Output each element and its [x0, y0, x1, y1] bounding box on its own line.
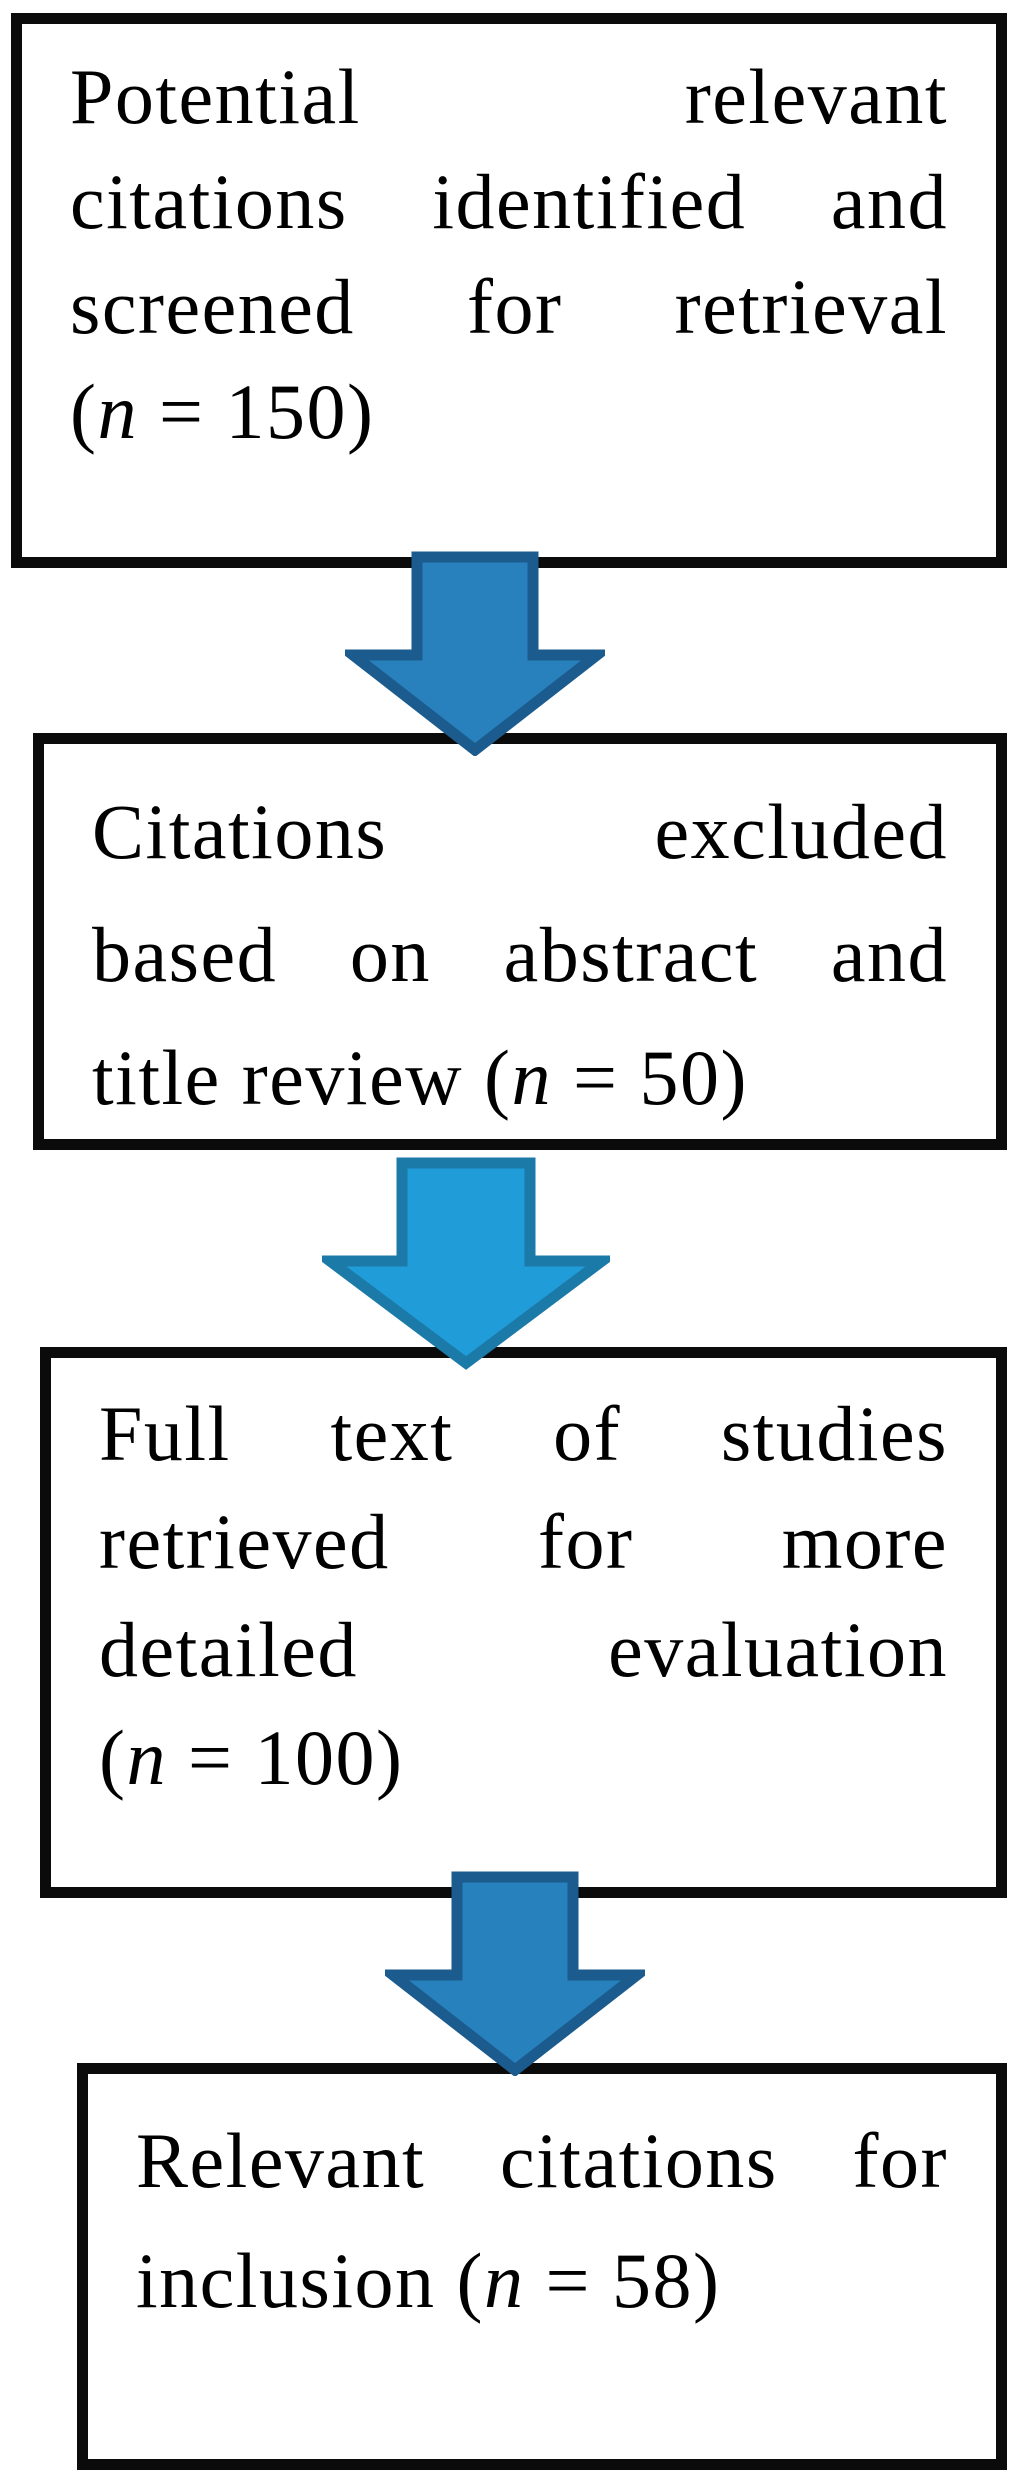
sample-size-count: (n = 100) [99, 1704, 948, 1812]
count-n-symbol: n [126, 1714, 167, 1801]
flow-line: retrieved for more [99, 1498, 948, 1585]
flow-line: Citations excluded [92, 788, 948, 875]
count-n-symbol: n [97, 368, 138, 455]
flow-line: Potential relevant [70, 53, 948, 140]
count-suffix: = 100) [166, 1714, 404, 1801]
down-arrow-icon [385, 1871, 645, 2076]
down-arrow-icon [322, 1157, 610, 1370]
flow-box-full-text-retrieved: Full text of studies retrieved for more … [40, 1347, 1007, 1898]
down-arrow-icon [345, 551, 605, 756]
flow-line: Relevant citations for [136, 2117, 948, 2204]
count-prefix: title review ( [92, 1034, 512, 1121]
sample-size-count: inclusion (n = 58) [136, 2221, 948, 2341]
sample-size-count: (n = 150) [70, 359, 948, 464]
flow-box-relevant-for-inclusion: Relevant citations for inclusion (n = 58… [77, 2063, 1007, 2470]
count-n-symbol: n [483, 2237, 525, 2324]
count-suffix: = 50) [552, 1034, 748, 1121]
count-prefix: ( [70, 368, 98, 455]
down-arrow-shape [322, 1157, 610, 1370]
flow-line: detailed evaluation [99, 1606, 948, 1693]
flow-line: citations identified and [70, 158, 948, 245]
count-prefix: inclusion ( [136, 2237, 484, 2324]
count-prefix: ( [99, 1714, 127, 1801]
flow-line: screened for retrieval [70, 263, 948, 350]
down-arrow-shape [385, 1871, 645, 2076]
count-suffix: = 150) [137, 368, 375, 455]
flow-line: Full text of studies [99, 1390, 948, 1477]
down-arrow-shape [345, 551, 605, 756]
count-suffix: = 58) [524, 2237, 721, 2324]
sample-size-count: title review (n = 50) [92, 1016, 948, 1139]
flow-box-citations-identified: Potential relevant citations identified … [11, 13, 1007, 568]
count-n-symbol: n [511, 1034, 552, 1121]
flow-line: based on abstract and [92, 911, 948, 998]
flow-box-citations-excluded: Citations excluded based on abstract and… [33, 733, 1007, 1150]
